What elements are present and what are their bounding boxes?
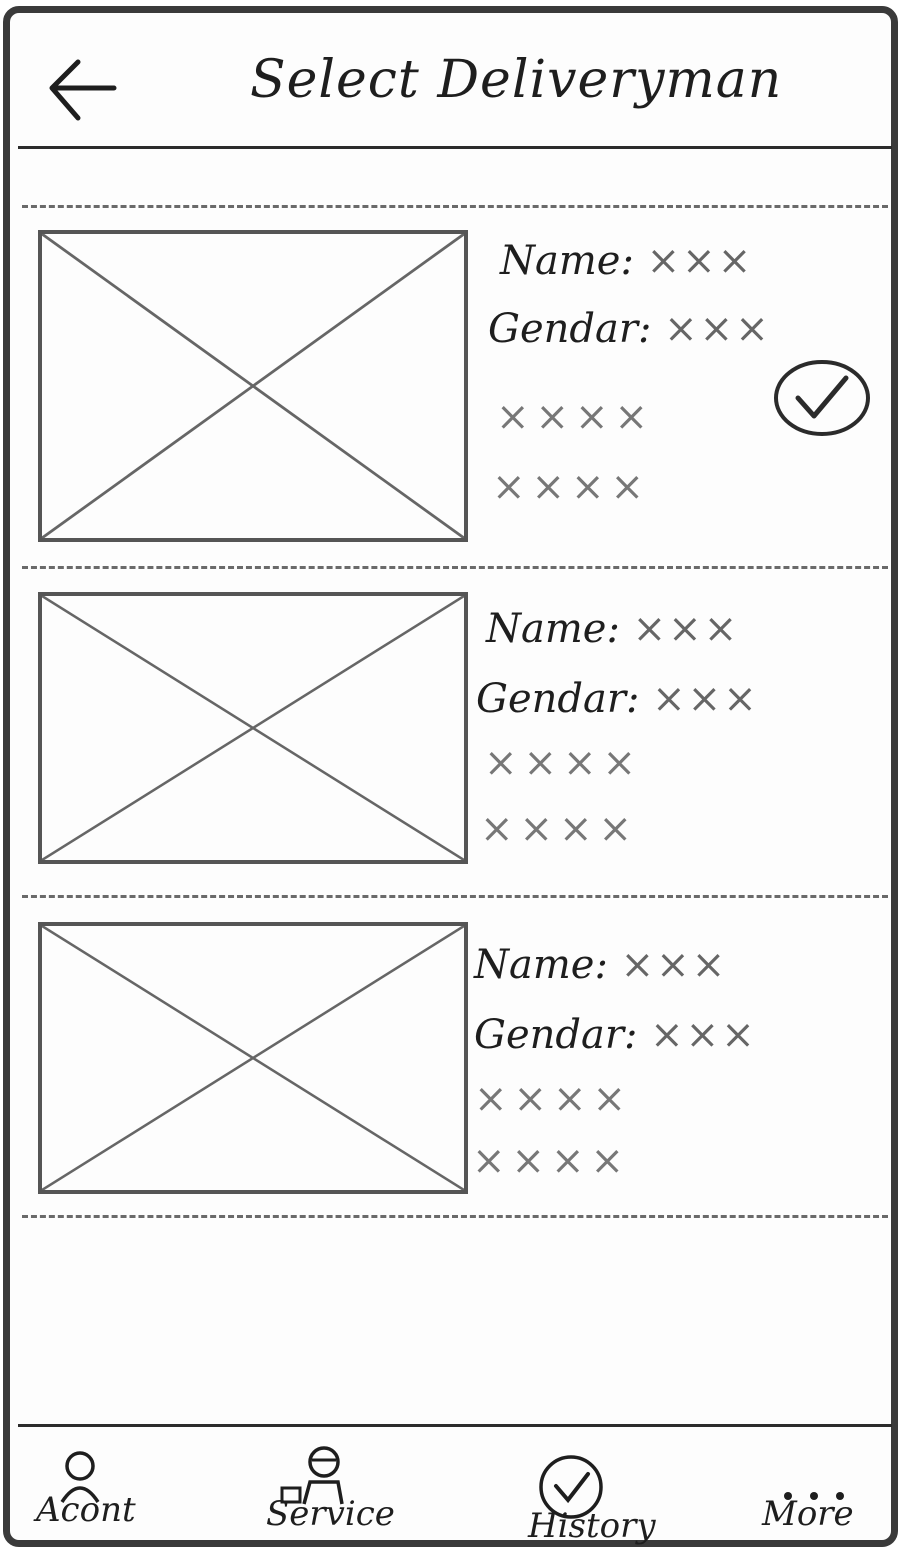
- checkmark-circle-icon: [774, 360, 870, 436]
- tab-more[interactable]: More: [756, 1438, 876, 1548]
- list-divider: [22, 1215, 888, 1218]
- tab-account[interactable]: Acont: [30, 1438, 170, 1548]
- detail-line: ××××: [472, 1138, 631, 1184]
- checkmark-circle-icon: [539, 1455, 603, 1519]
- list-divider: [22, 566, 888, 569]
- deliveryman-card-1[interactable]: Name: ××× Gendar: ××× ×××× ××××: [22, 210, 888, 564]
- deliveryman-photo-placeholder: [38, 922, 468, 1194]
- list-divider: [22, 895, 888, 898]
- gender-value: ×××: [664, 306, 771, 352]
- page-title: Select Deliveryman: [250, 50, 783, 110]
- deliveryman-photo-placeholder: [38, 592, 468, 864]
- gender-row: Gendar: ×××: [476, 676, 759, 722]
- deliveryman-card-3[interactable]: Name: ××× Gendar: ××× ×××× ××××: [22, 900, 888, 1212]
- header-divider: [18, 146, 892, 149]
- name-value: ×××: [632, 606, 740, 652]
- tab-account-label: Acont: [36, 1490, 136, 1530]
- gender-label: Gendar:: [488, 306, 652, 352]
- name-label: Name:: [500, 238, 634, 284]
- app-header: Select Deliveryman: [0, 0, 912, 150]
- name-row: Name: ×××: [474, 942, 727, 988]
- tab-service-label: Service: [266, 1494, 395, 1534]
- gender-label: Gendar:: [474, 1012, 638, 1058]
- gender-label: Gendar:: [476, 676, 640, 722]
- image-placeholder-icon: [42, 926, 464, 1190]
- name-label: Name:: [486, 606, 620, 652]
- back-button[interactable]: [44, 50, 124, 130]
- tab-history-label: History: [528, 1506, 656, 1546]
- deliveryman-icon: [280, 1446, 344, 1505]
- tabbar-divider: [18, 1424, 892, 1427]
- gender-row: Gendar: ×××: [474, 1012, 757, 1058]
- image-placeholder-icon: [42, 596, 464, 860]
- deliveryman-photo-placeholder: [38, 230, 468, 542]
- gender-row: Gendar: ×××: [488, 306, 771, 352]
- person-icon: [60, 1451, 100, 1503]
- name-label: Name:: [474, 942, 608, 988]
- name-row: Name: ×××: [486, 606, 739, 652]
- tab-more-label: More: [762, 1494, 854, 1534]
- selected-checkmark-button[interactable]: [772, 358, 872, 438]
- gender-value: ×××: [652, 676, 759, 722]
- tab-history[interactable]: History: [524, 1438, 674, 1548]
- deliveryman-card-2[interactable]: Name: ××× Gendar: ××× ×××× ××××: [22, 570, 888, 892]
- image-placeholder-icon: [42, 234, 464, 538]
- list-divider: [22, 205, 888, 208]
- ellipsis-icon: [784, 1492, 844, 1500]
- phone-frame: [3, 6, 898, 1547]
- detail-line: ××××: [480, 806, 639, 852]
- detail-line: ××××: [474, 1076, 633, 1122]
- name-row: Name: ×××: [500, 238, 753, 284]
- detail-line: ××××: [484, 740, 643, 786]
- detail-line: ××××: [492, 464, 651, 510]
- detail-line: ××××: [496, 394, 655, 440]
- gender-value: ×××: [650, 1012, 757, 1058]
- name-value: ×××: [620, 942, 728, 988]
- tab-service[interactable]: Service: [258, 1438, 408, 1548]
- back-arrow-icon: [49, 59, 117, 121]
- name-value: ×××: [646, 238, 754, 284]
